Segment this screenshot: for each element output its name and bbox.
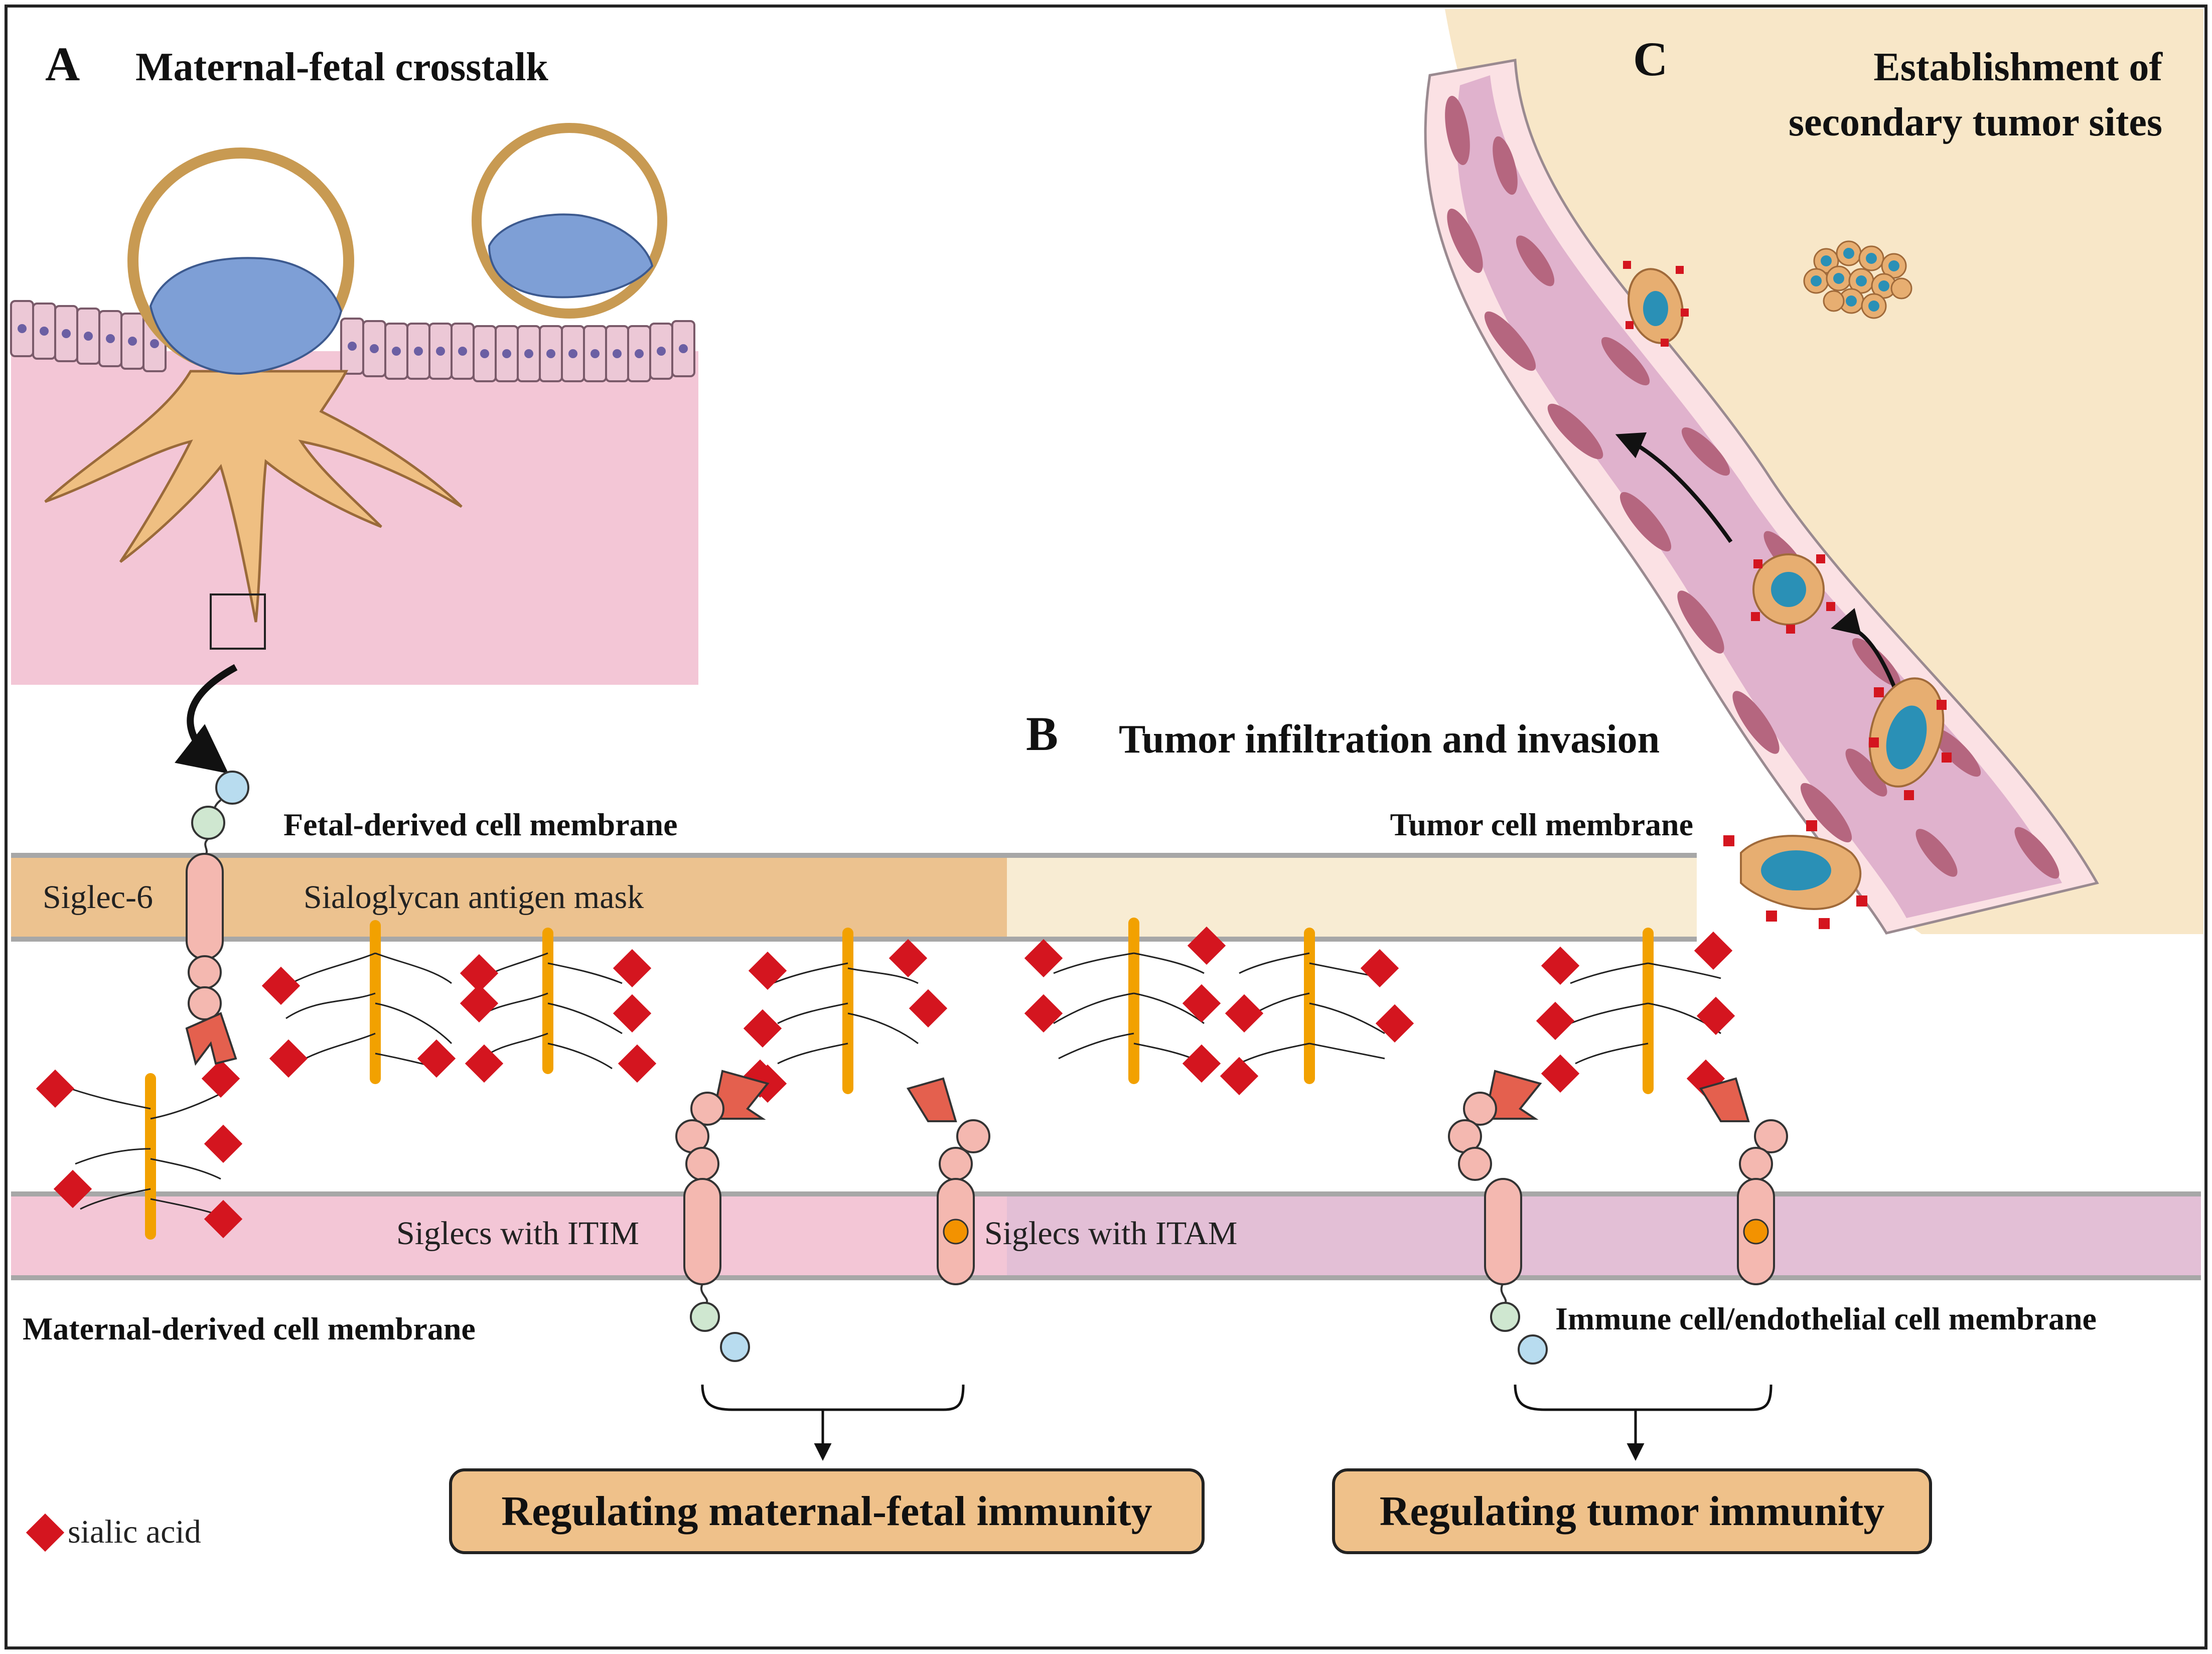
tumor-cell-invading [1723,820,1867,929]
panel-a-illustration [10,123,698,774]
tumor-cell-circulating-2 [1751,553,1835,634]
antigen-mask-label: Sialoglycan antigen mask [304,879,644,916]
outcome-connectors [701,1384,1773,1461]
panel-b-letter: B [1026,707,1058,761]
siglec-itam-receptor-fetal [906,1077,990,1285]
siglec-6-receptor [185,771,249,1066]
tumor-membrane-band [1007,855,1697,938]
epithelium-nuclei [18,324,688,358]
panel-c-illustration [1424,9,2203,935]
panel-c-title-line1: Establishment of [1873,45,2163,89]
legend-sialic-acid-label: sialic acid [68,1514,201,1550]
siglec-itam-receptor-tumor [1699,1077,1788,1285]
immune-membrane-label: Immune cell/endothelial cell membrane [1555,1301,2097,1336]
invasive-trophoblast [44,370,463,623]
fetal-membrane-band [11,855,1007,938]
zoom-arrow [175,664,238,774]
zoom-inset-box [210,593,266,650]
outcome-tumor-text: Regulating tumor immunity [1380,1488,1884,1535]
panel-b-title: Tumor infiltration and invasion [1119,717,1660,762]
panel-c-title-line2: secondary tumor sites [1789,100,2162,144]
migration-arrow-2 [1615,432,1733,543]
siglec-6-label: Siglec-6 [43,879,153,916]
secondary-tumor-cluster [1803,240,1912,319]
membrane-bands [11,853,2201,1280]
panel-c-letter: C [1633,32,1668,86]
maternal-tissue [11,351,698,685]
endothelial-cells [1445,95,2059,879]
fetal-membrane-label: Fetal-derived cell membrane [283,807,678,842]
migration-arrow-1 [1831,608,1898,693]
siglec-itim-receptor-fetal [675,1070,770,1362]
secondary-site-tissue [1445,9,2203,934]
immune-membrane-band [1007,1194,2201,1277]
inner-cell-mass-small [488,213,654,298]
panel-a-title: Maternal-fetal crosstalk [135,45,548,89]
itim-label: Siglecs with ITIM [396,1215,639,1252]
panel-a-letter: A [45,37,80,91]
sialoglycan-glycoproteins [36,918,1735,1240]
inner-cell-mass [149,257,343,375]
outcome-box-maternal-fetal [449,1468,1205,1554]
tumor-cell-circulating-1 [1868,677,1952,800]
maternal-membrane-label: Maternal-derived cell membrane [23,1311,476,1346]
outcome-box-tumor [1332,1468,1932,1554]
tumor-membrane-label: Tumor cell membrane [1390,807,1693,842]
outcome-maternal-fetal-text: Regulating maternal-fetal immunity [501,1488,1152,1535]
siglec-itim-receptor-tumor [1448,1070,1548,1365]
itam-label: Siglecs with ITAM [984,1215,1237,1252]
tumor-cell-extravasated [1623,261,1689,347]
maternal-membrane-band [11,1194,1007,1277]
